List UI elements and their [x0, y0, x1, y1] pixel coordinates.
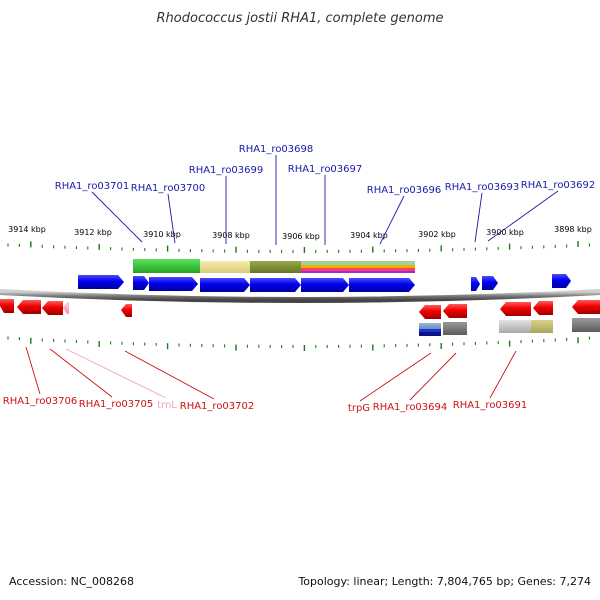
tick-label-3898: 3898 kbp — [554, 225, 592, 234]
gene-arrow[interactable] — [121, 304, 132, 317]
genome-title: Rhodococcus jostii RHA1, complete genome — [157, 11, 444, 26]
bottom-tick-marks — [7, 336, 590, 351]
gene-label-ro03694[interactable]: RHA1_ro03694 — [373, 402, 448, 413]
trna-arrow[interactable] — [63, 302, 69, 314]
gene-arrow[interactable] — [149, 277, 198, 291]
gene-label-ro03701[interactable]: RHA1_ro03701 — [55, 181, 130, 192]
gene-label-ro03698[interactable]: RHA1_ro03698 — [239, 144, 314, 155]
gene-arrow[interactable] — [17, 300, 41, 314]
tick-label-3910: 3910 kbp — [143, 230, 181, 239]
tick-label-3906: 3906 kbp — [282, 232, 320, 241]
gene-label-ro03702[interactable]: RHA1_ro03702 — [180, 401, 255, 412]
callout-line — [91, 191, 143, 243]
callout-line — [25, 346, 41, 395]
gene-label-ro03706[interactable]: RHA1_ro03706 — [3, 396, 78, 407]
gene-arrow[interactable] — [42, 301, 63, 315]
gene-arrow[interactable] — [250, 278, 301, 292]
feature-block — [133, 259, 200, 273]
forward-gene-callouts: RHA1_ro03701 RHA1_ro03700 RHA1_ro03699 R… — [55, 144, 596, 245]
callout-line — [359, 352, 432, 402]
reverse-gene-callouts: RHA1_ro03706 RHA1_ro03705 trnL RHA1_ro03… — [3, 346, 528, 414]
feature-block — [531, 320, 553, 333]
callout-line — [489, 350, 517, 399]
callout-line — [474, 192, 483, 243]
feature-blocks-top — [133, 259, 415, 273]
feature-block — [301, 268, 415, 271]
tick-label-3908: 3908 kbp — [212, 231, 250, 240]
forward-strand-genes — [78, 274, 571, 292]
gene-arrow[interactable] — [78, 275, 124, 289]
accession-text: Accession: NC_008268 — [9, 575, 134, 588]
gene-arrow[interactable] — [419, 305, 441, 319]
gene-arrow[interactable] — [482, 276, 498, 290]
gene-arrow[interactable] — [200, 278, 250, 292]
genome-backbone — [0, 289, 600, 303]
callout-line — [487, 190, 559, 242]
gene-label-trnl[interactable]: trnL — [157, 400, 177, 411]
gene-label-ro03692[interactable]: RHA1_ro03692 — [521, 180, 596, 191]
gene-arrow[interactable] — [533, 301, 553, 315]
feature-block — [443, 322, 467, 335]
feature-block — [200, 261, 250, 273]
top-tick-marks — [7, 241, 590, 253]
callout-line — [409, 352, 457, 401]
gene-label-trpg[interactable]: trpG — [348, 403, 370, 414]
feature-block — [572, 318, 600, 332]
feature-block — [250, 261, 301, 273]
gene-arrow[interactable] — [133, 276, 149, 290]
callout-line — [167, 193, 176, 244]
callout-line — [65, 348, 167, 399]
gene-label-ro03700[interactable]: RHA1_ro03700 — [131, 183, 206, 194]
feature-block — [301, 271, 415, 273]
reverse-strand-genes — [0, 299, 600, 319]
tick-label-3904: 3904 kbp — [350, 231, 388, 240]
gene-arrow[interactable] — [500, 302, 531, 316]
feature-block — [419, 329, 441, 332]
gene-arrow[interactable] — [0, 299, 14, 313]
gene-arrow[interactable] — [301, 278, 349, 292]
feature-block — [419, 332, 441, 336]
gene-label-ro03691[interactable]: RHA1_ro03691 — [453, 400, 528, 411]
gene-label-ro03693[interactable]: RHA1_ro03693 — [445, 182, 520, 193]
gene-label-ro03705[interactable]: RHA1_ro03705 — [79, 399, 154, 410]
gene-label-ro03696[interactable]: RHA1_ro03696 — [367, 185, 442, 196]
gene-arrow[interactable] — [349, 278, 415, 292]
feature-block — [499, 320, 531, 333]
genome-summary-text: Topology: linear; Length: 7,804,765 bp; … — [297, 575, 591, 588]
callout-line — [379, 195, 405, 245]
tick-label-3900: 3900 kbp — [486, 228, 524, 237]
feature-block — [301, 261, 415, 265]
gene-label-ro03697[interactable]: RHA1_ro03697 — [288, 164, 363, 175]
gene-arrow[interactable] — [471, 277, 480, 291]
axis-tick-labels: 3914 kbp 3912 kbp 3910 kbp 3908 kbp 3906… — [8, 225, 592, 241]
gene-arrow[interactable] — [552, 274, 571, 288]
callout-line — [49, 348, 113, 398]
tick-label-3902: 3902 kbp — [418, 230, 456, 239]
callout-line — [124, 350, 215, 400]
tick-label-3912: 3912 kbp — [74, 228, 112, 237]
feature-blocks-bottom — [419, 318, 600, 336]
feature-block — [301, 265, 415, 268]
gene-arrow[interactable] — [443, 304, 467, 318]
tick-label-3914: 3914 kbp — [8, 225, 46, 234]
gene-label-ro03699[interactable]: RHA1_ro03699 — [189, 165, 264, 176]
feature-block — [419, 323, 441, 329]
gene-arrow[interactable] — [572, 300, 600, 314]
